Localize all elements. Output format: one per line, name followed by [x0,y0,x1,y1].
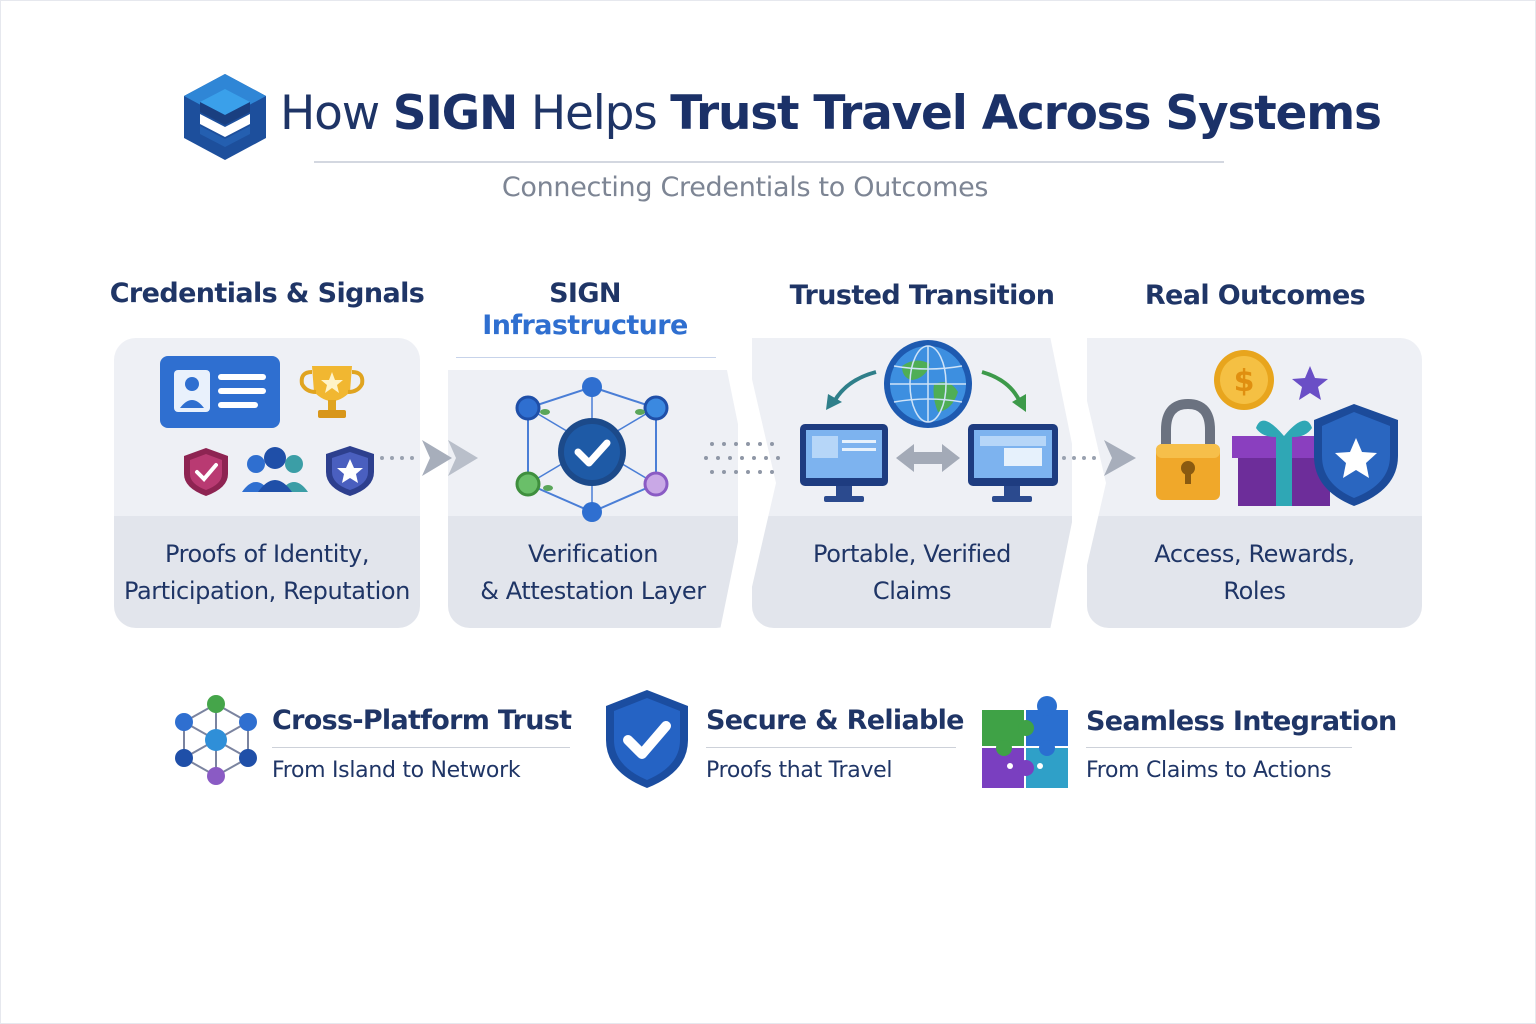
feature-divider-3 [1086,747,1352,748]
panel-caption-credentials: Proofs of Identity,Participation, Reputa… [124,540,410,605]
page-subtitle: Connecting Credentials to Outcomes [501,172,989,203]
panel-caption-outcomes: Access, Rewards,Roles [1154,540,1355,605]
feature-title-seamless: Seamless Integration [1086,706,1397,737]
panel-credentials: Proofs of Identity,Participation, Reputa… [114,338,420,628]
column-heading-sign: SIGN Infrastructure [482,278,688,341]
page-title: How SIGN Helps Trust Travel Across Syste… [280,86,1382,141]
puzzle-icon [982,696,1068,788]
column-heading-credentials: Credentials & Signals [109,278,425,309]
panel-sign: Verification& Attestation Layer [448,338,738,628]
sign-heading-underline [456,357,716,358]
feature-divider-1 [272,747,570,748]
feature-title-secure: Secure & Reliable [706,705,964,736]
feature-title-cross-platform: Cross-Platform Trust [272,705,572,736]
panel-caption-sign: Verification& Attestation Layer [480,540,706,605]
feature-subtitle-secure: Proofs that Travel [706,758,893,783]
network-icon [175,695,257,785]
column-heading-outcomes: Real Outcomes [1144,280,1366,311]
title-divider [314,161,1224,163]
column-heading-transition: Trusted Transition [789,280,1055,311]
feature-subtitle-cross-platform: From Island to Network [272,758,521,783]
sign-logo-icon [184,74,266,160]
shield-check-icon [606,690,688,788]
feature-divider-2 [706,747,956,748]
chevron-separator-1 [720,336,776,630]
chevron-separator-2 [1050,336,1106,630]
feature-subtitle-seamless: From Claims to Actions [1086,758,1332,783]
panel-outcomes: Access, Rewards,Roles [1087,338,1422,628]
